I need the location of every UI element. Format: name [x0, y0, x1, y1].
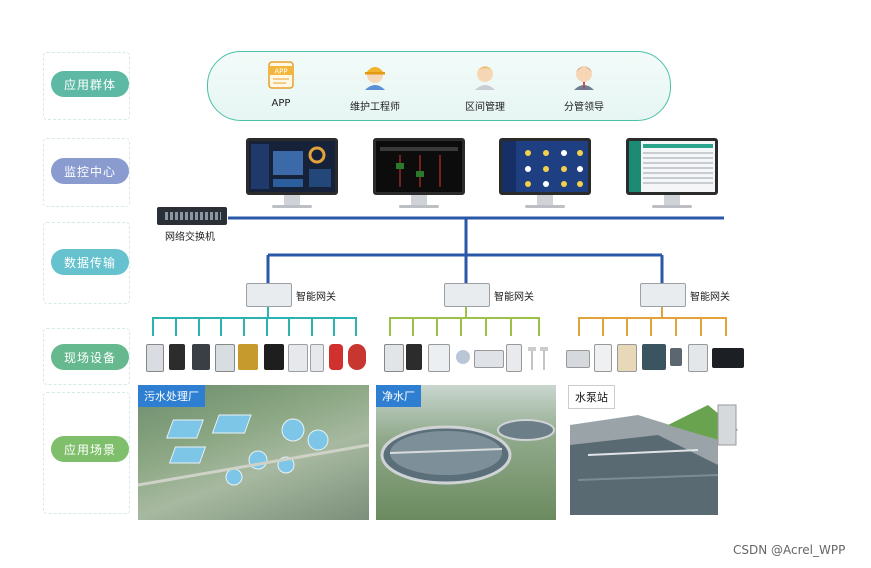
monitor-dashboard-2: [373, 138, 465, 208]
monitor-dashboard-1: [246, 138, 338, 208]
meter-device-icon: [169, 344, 185, 370]
user-app: APP APP: [246, 60, 316, 109]
manager-icon: [475, 66, 495, 90]
scene-water-plant: 净水厂: [376, 385, 556, 520]
meter-device-icon: [428, 344, 450, 372]
breaker-icon: [474, 350, 504, 368]
cabinet-icon: [310, 344, 324, 372]
network-switch-icon: [157, 207, 227, 225]
meter-device-icon: [594, 344, 612, 372]
gateway-device-icon: [246, 283, 292, 307]
scene-label-sewage-plant: 污水处理厂: [138, 385, 205, 407]
monitor-dashboard-3: [499, 138, 591, 208]
camera-panel-icon: [712, 348, 744, 368]
gateway-device-icon: [444, 283, 490, 307]
row-bg-field-devices: [43, 328, 130, 385]
cabinet-icon: [642, 344, 666, 370]
meter-device-icon: [688, 344, 708, 372]
gateway-1: 智能网关: [246, 283, 366, 307]
watermark: CSDN @Acrel_WPP: [733, 543, 846, 557]
meter-device-icon: [384, 344, 404, 372]
meter-device-icon: [617, 344, 637, 372]
gateway-label-2: 智能网关: [494, 292, 534, 303]
user-engineer: 维护工程师: [340, 60, 410, 113]
svg-text:APP: APP: [274, 68, 287, 76]
row-bg-user-group: [43, 52, 130, 120]
user-leader: 分管领导: [549, 60, 619, 113]
leader-icon: [574, 66, 594, 90]
row-bg-monitor-center: [43, 138, 130, 207]
row-label-field-devices: 现场设备: [51, 344, 129, 370]
user-manager: 区间管理: [450, 60, 520, 113]
scene-sewage-plant: 污水处理厂: [138, 385, 369, 520]
meter-device-icon: [215, 344, 235, 372]
antenna-icon: [526, 344, 552, 370]
cabinet-icon: [264, 344, 284, 370]
sensor-icon: [670, 348, 682, 366]
gateway-label-3: 智能网关: [690, 292, 730, 303]
meter-device-icon: [146, 344, 164, 372]
meter-device-icon: [406, 344, 422, 370]
monitor-dashboard-4: [626, 138, 718, 208]
scene-label-pump-station: 水泵站: [568, 385, 615, 409]
row-label-user-group: 应用群体: [51, 71, 129, 97]
scene-pump-station: 水泵站: [568, 385, 749, 520]
row-label-scenarios: 应用场景: [51, 436, 129, 462]
row-bg-scenarios: [43, 392, 130, 514]
gateway-device-icon: [640, 283, 686, 307]
generator-icon: [238, 344, 258, 370]
user-label-manager: 区间管理: [465, 102, 505, 113]
meter-device-icon: [192, 344, 210, 370]
user-label-leader: 分管领导: [564, 102, 604, 113]
engineer-icon: [365, 67, 385, 90]
row-label-monitor-center: 监控中心: [51, 158, 129, 184]
fan-icon: [348, 344, 366, 370]
pump-icon: [329, 344, 343, 370]
meter-device-icon: [506, 344, 522, 372]
app-icon: APP: [268, 61, 294, 89]
cabinet-icon: [288, 344, 308, 372]
user-label-app: APP: [271, 98, 291, 109]
row-label-data-transfer: 数据传输: [51, 249, 129, 275]
sensor-icon: [456, 350, 470, 364]
gateway-2: 智能网关: [444, 283, 564, 307]
user-label-engineer: 维护工程师: [350, 102, 400, 113]
network-switch-label: 网络交换机: [165, 232, 215, 243]
gateway-3: 智能网关: [640, 283, 760, 307]
scene-label-water-plant: 净水厂: [376, 385, 421, 407]
gateway-label-1: 智能网关: [296, 292, 336, 303]
row-bg-data-transfer: [43, 222, 130, 304]
meter-device-icon: [566, 350, 590, 368]
